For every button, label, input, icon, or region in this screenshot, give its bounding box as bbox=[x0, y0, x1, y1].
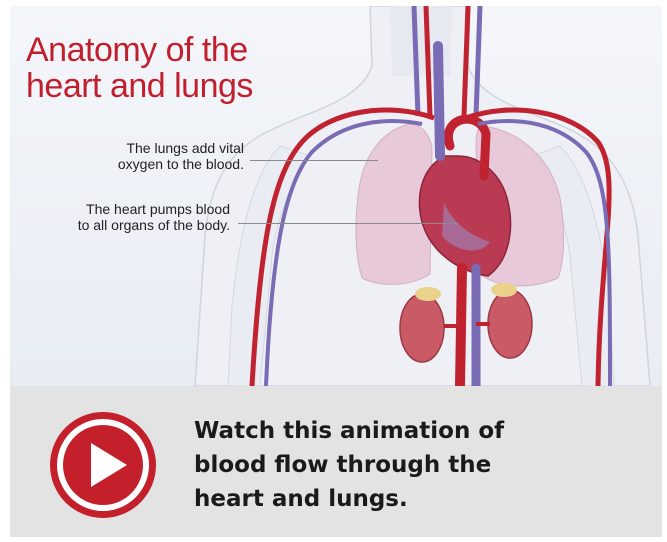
title-line: heart and lungs bbox=[26, 67, 253, 105]
annotation-line: The lungs add vital bbox=[126, 140, 244, 156]
right-kidney bbox=[488, 290, 532, 358]
annotation-line: oxygen to the blood. bbox=[118, 156, 244, 172]
title-line: Anatomy of the bbox=[26, 31, 248, 69]
animation-card[interactable]: Anatomy of the heart and lungs The lungs… bbox=[10, 6, 662, 537]
anatomy-illustration[interactable]: Anatomy of the heart and lungs The lungs… bbox=[10, 6, 662, 386]
heart-leader-line bbox=[238, 223, 458, 224]
left-kidney bbox=[400, 294, 444, 362]
cta-line: Watch this animation of bbox=[194, 418, 504, 444]
right-adrenal bbox=[491, 283, 517, 297]
illustration-title: Anatomy of the heart and lungs bbox=[26, 32, 356, 104]
lungs-leader-line bbox=[250, 160, 378, 161]
cta-line: heart and lungs. bbox=[194, 486, 408, 512]
vena-cava bbox=[438, 46, 440, 156]
descending-aorta bbox=[460, 268, 462, 386]
left-adrenal bbox=[415, 287, 441, 301]
play-icon bbox=[57, 419, 149, 511]
annotation-line: The heart pumps blood bbox=[86, 201, 230, 217]
watch-animation-link[interactable]: Watch this animation of blood flow throu… bbox=[194, 414, 574, 516]
heart-annotation: The heart pumps blood to all organs of t… bbox=[10, 201, 230, 233]
play-button[interactable] bbox=[50, 412, 156, 518]
lungs-annotation: The lungs add vital oxygen to the blood. bbox=[50, 140, 244, 172]
cta-line: blood flow through the bbox=[194, 452, 491, 478]
annotation-line: to all organs of the body. bbox=[78, 217, 230, 233]
video-banner[interactable]: Watch this animation of blood flow throu… bbox=[10, 386, 662, 537]
